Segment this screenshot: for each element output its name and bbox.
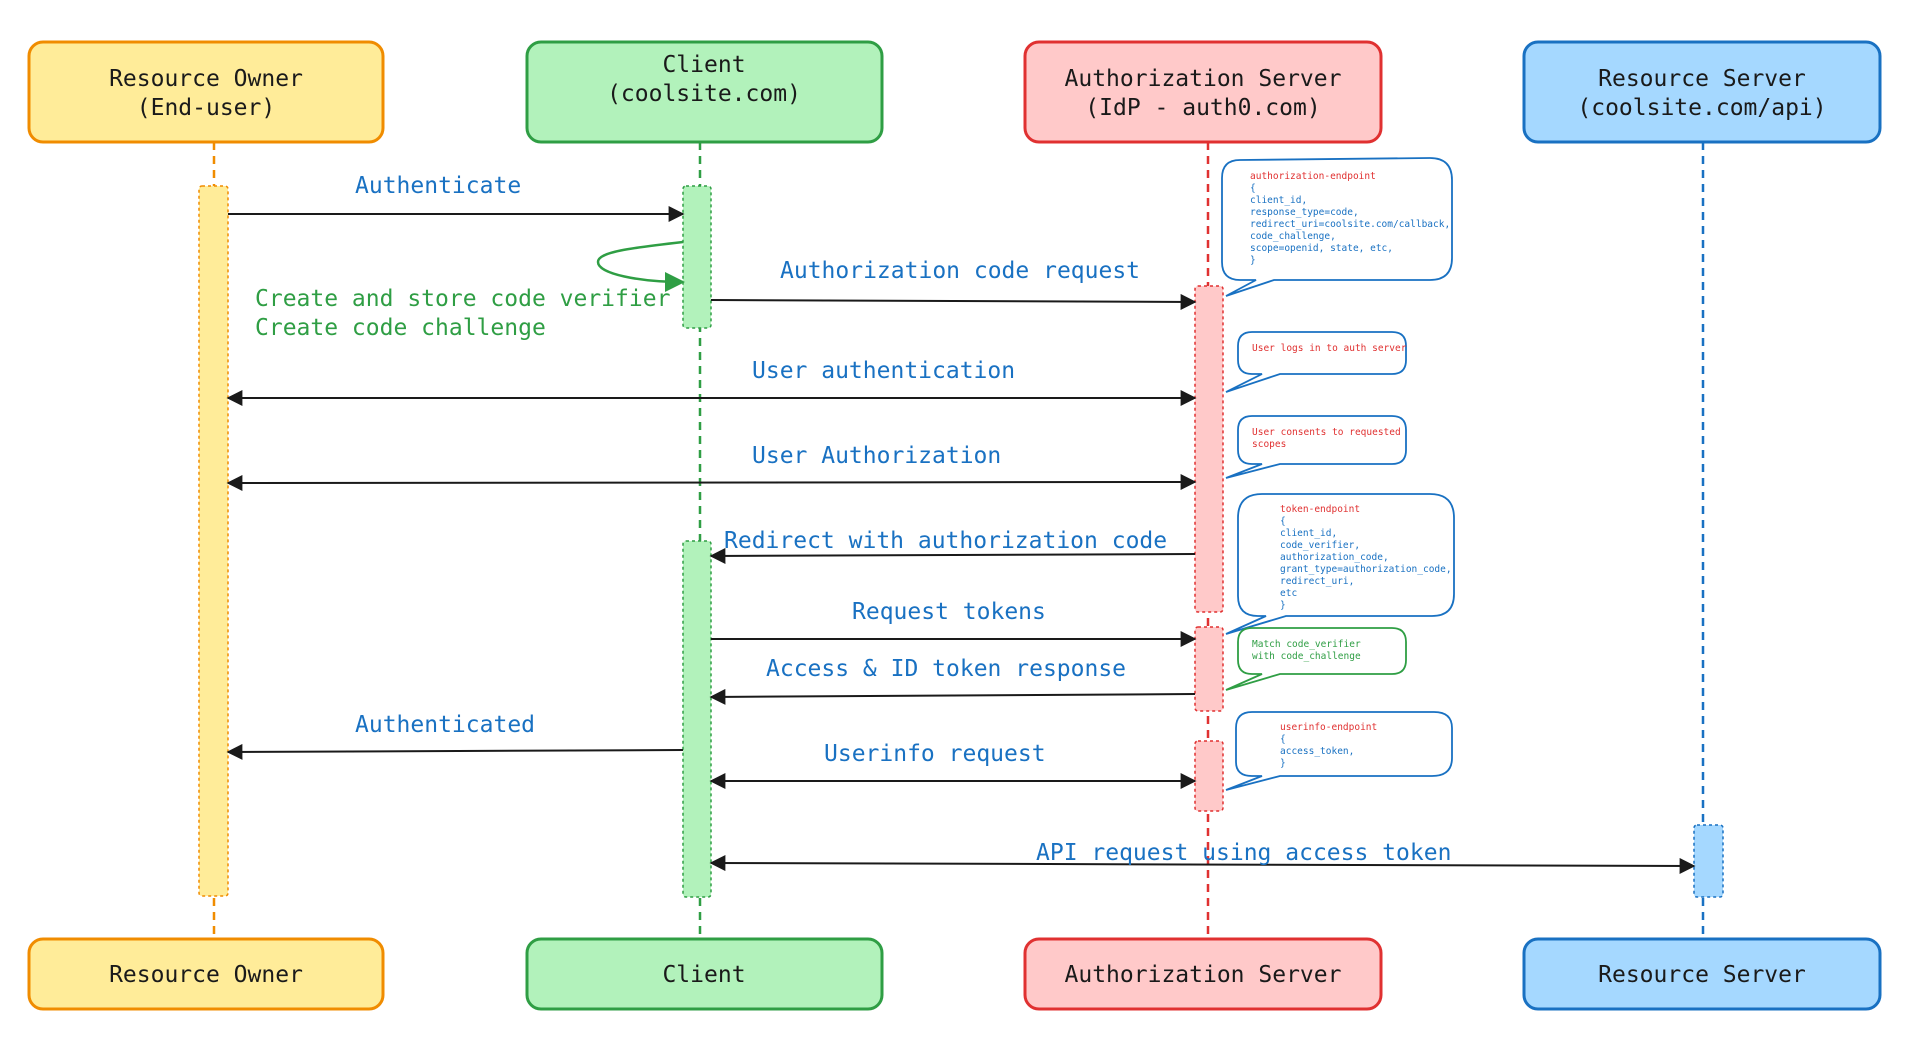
code-challenge-note: Create code challenge [255,315,546,341]
match-bubble-line1: Match code_verifier [1252,639,1361,650]
auth-title: Authorization Server [1065,66,1342,92]
client-subtitle: (coolsite.com) [607,81,801,107]
token-endpoint-line: code_verifier, [1280,540,1360,551]
authenticate-label: Authenticate [355,173,521,199]
userinfo-endpoint-title: userinfo-endpoint [1280,722,1377,733]
redirect-label: Redirect with authorization code [724,528,1167,554]
client-activation-2 [682,540,712,898]
token-response-arrow [709,688,1196,705]
resource-activation [1693,824,1724,898]
authorization-endpoint-line: scope=openid, state, etc, [1250,243,1393,254]
client-title: Client [662,52,745,78]
userinfo-endpoint-line: { [1280,734,1286,745]
client-header-box: Client (coolsite.com) [525,40,884,144]
auth-code-request-label: Authorization code request [780,258,1140,284]
authorization-endpoint-title: authorization-endpoint [1250,171,1376,182]
token-endpoint-title: token-endpoint [1280,504,1360,515]
resource-header-box: Resource Server (coolsite.com/api) [1522,40,1882,144]
authorization-endpoint-line: client_id, [1250,195,1307,206]
token-endpoint-line: { [1280,516,1286,527]
api-request-arrow [709,855,1696,874]
owner-activation [198,185,229,897]
owner-subtitle: (End-user) [137,95,275,121]
resource-footer-box: Resource Server [1522,937,1882,1011]
userinfo-endpoint-line: } [1280,758,1286,769]
owner-footer-box: Resource Owner [27,937,385,1011]
token-endpoint-line: client_id, [1280,528,1337,539]
authenticated-label: Authenticated [355,712,535,738]
auth-footer-box: Authorization Server [1023,937,1383,1011]
token-endpoint-line: etc [1280,588,1297,599]
resource-subtitle: (coolsite.com/api) [1577,95,1826,121]
consent-bubble-line1: User consents to requested [1252,427,1401,438]
token-endpoint-line: grant_type=authorization_code, [1280,564,1452,575]
authorization-endpoint-line: } [1250,255,1256,266]
consent-bubble: User consents to requested scopes [1225,415,1407,479]
token-endpoint-line: } [1280,600,1286,611]
login-bubble-text: User logs in to auth server [1252,343,1407,354]
match-bubble: Match code_verifier with code_challenge [1225,627,1407,691]
authorization-endpoint-line: redirect_uri=coolsite.com/callback, [1250,219,1450,230]
match-bubble-line2: with code_challenge [1252,651,1361,662]
owner-footer-label: Resource Owner [109,962,303,988]
authorization-endpoint-bubble: authorization-endpoint { client_id, resp… [1221,157,1453,297]
auth-header-box: Authorization Server (IdP - auth0.com) [1023,40,1383,144]
userinfo-endpoint-bubble: userinfo-endpoint { access_token, } [1225,711,1453,791]
request-tokens-label: Request tokens [852,599,1046,625]
resource-title: Resource Server [1598,66,1806,92]
client-footer-box: Client [525,937,884,1011]
consent-bubble-line2: scopes [1252,439,1286,450]
api-request-label: API request using access token [1036,840,1451,866]
client-footer-label: Client [662,962,745,988]
userinfo-request-label: Userinfo request [824,741,1046,767]
authorization-endpoint-line: { [1250,183,1256,194]
token-endpoint-line: redirect_uri, [1280,576,1354,587]
token-response-label: Access & ID token response [766,656,1126,682]
login-bubble: User logs in to auth server [1225,331,1407,393]
auth-activation-2 [1194,626,1224,712]
owner-header-box: Resource Owner (End-user) [27,40,385,144]
auth-footer-label: Authorization Server [1065,962,1342,988]
user-authentication-label: User authentication [752,358,1015,384]
userinfo-endpoint-line: access_token, [1280,746,1354,757]
resource-footer-label: Resource Server [1598,962,1806,988]
token-endpoint-bubble: token-endpoint { client_id, code_verifie… [1225,493,1455,635]
redirect-arrow [709,547,1196,564]
authorization-endpoint-line: code_challenge, [1250,231,1336,242]
token-endpoint-line: authorization_code, [1280,552,1389,563]
user-authorization-arrow [226,474,1197,491]
auth-activation-3 [1194,740,1224,812]
user-authorization-label: User Authorization [752,443,1001,469]
owner-title: Resource Owner [109,66,303,92]
auth-subtitle: (IdP - auth0.com) [1085,95,1320,121]
self-loop-arrow [596,240,685,292]
auth-code-request-arrow [710,293,1197,310]
code-verifier-note: Create and store code verifier [255,286,670,312]
client-activation-1 [682,185,712,329]
auth-activation-1 [1194,285,1224,613]
authenticated-arrow [226,743,684,760]
authorization-endpoint-line: response_type=code, [1250,207,1359,218]
